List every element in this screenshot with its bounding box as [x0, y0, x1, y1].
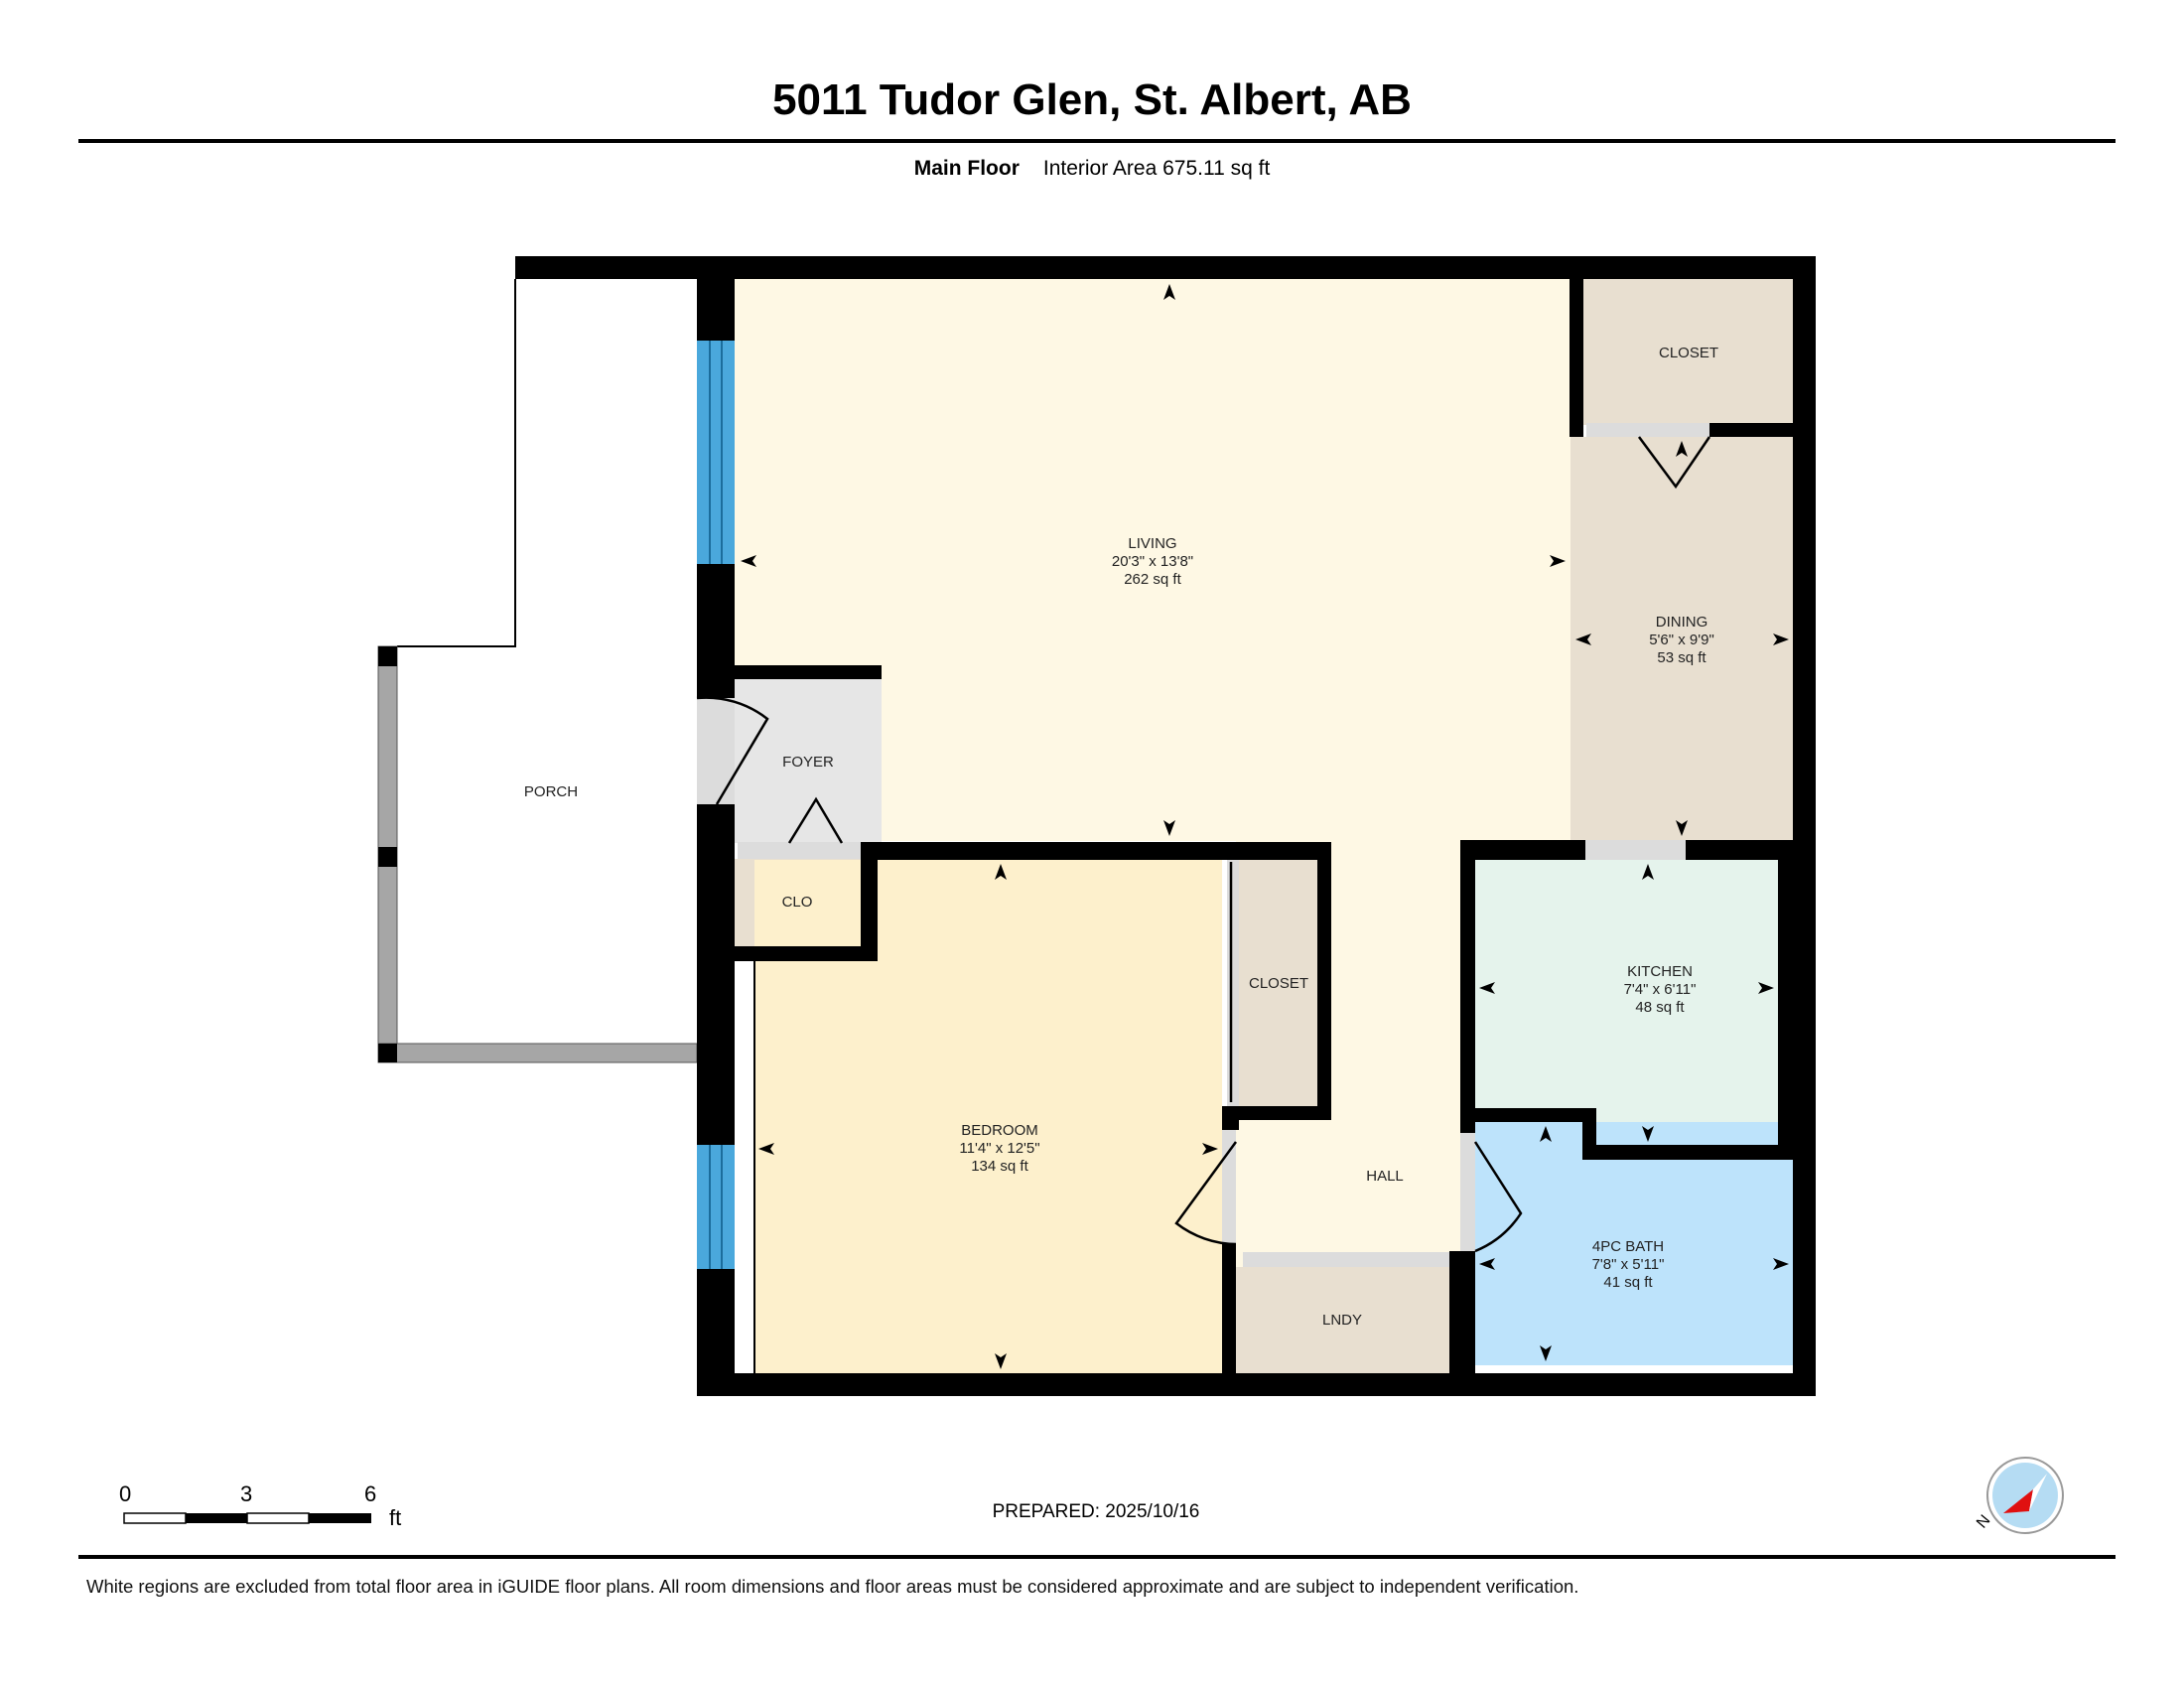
dining-area: 53 sq ft — [1657, 649, 1706, 666]
dining-name: DINING — [1656, 614, 1708, 631]
room-labels: LIVING 20'3" x 13'8" 262 sq ft CLOSET DI… — [782, 345, 1718, 1329]
door-swings — [696, 436, 1711, 1373]
kitchen-dims: 7'4" x 6'11" — [1624, 981, 1697, 998]
bath-area: 41 sq ft — [1603, 1274, 1653, 1291]
closet-bed-name: CLOSET — [1249, 975, 1308, 992]
foyer — [735, 679, 882, 843]
laundry — [1236, 1267, 1449, 1373]
kitchen-area: 48 sq ft — [1635, 999, 1685, 1016]
bath-name: 4PC BATH — [1592, 1238, 1664, 1255]
page-title: 5011 Tudor Glen, St. Albert, AB — [772, 75, 1412, 124]
foyer-name: FOYER — [782, 754, 834, 771]
footer-divider — [78, 1555, 2116, 1559]
compass-icon: N — [1974, 1457, 2064, 1534]
window — [697, 341, 735, 564]
kitchen-name: KITCHEN — [1627, 963, 1693, 980]
living-name: LIVING — [1128, 535, 1176, 552]
interior-area: Interior Area 675.11 sq ft — [1042, 157, 1271, 180]
scale-tick: 6 — [364, 1481, 377, 1506]
window — [697, 1145, 735, 1269]
laundry-name: LNDY — [1322, 1312, 1362, 1329]
closet-bedroom — [1239, 860, 1317, 1106]
disclaimer: White regions are excluded from total fl… — [86, 1576, 1579, 1597]
hall-name: HALL — [1366, 1168, 1404, 1185]
dining-dims: 5'6" x 9'9" — [1649, 632, 1714, 648]
bedroom — [754, 860, 1222, 1373]
bath — [1475, 1122, 1793, 1365]
bedroom-area: 134 sq ft — [971, 1158, 1028, 1175]
scale-tick: 3 — [240, 1481, 253, 1506]
bedroom-name: BEDROOM — [961, 1122, 1038, 1139]
porch-label: PORCH — [524, 783, 578, 800]
floor-name: Main Floor — [913, 157, 1020, 180]
closet-top — [1570, 279, 1793, 425]
bedroom-dims: 11'4" x 12'5" — [959, 1140, 1039, 1157]
prepared-date: PREPARED: 2025/10/16 — [992, 1501, 1200, 1522]
floor-summary: Main Floor Interior Area 675.11 sq ft — [0, 157, 2184, 181]
closet-top-name: CLOSET — [1659, 345, 1718, 361]
dining-room — [1570, 437, 1793, 841]
header-divider — [78, 139, 2116, 143]
scale-bar — [123, 1512, 371, 1524]
porch: PORCH — [377, 279, 698, 1063]
bath-dims: 7'8" x 5'11" — [1592, 1256, 1665, 1273]
kitchen — [1475, 860, 1778, 1145]
window-lines — [709, 341, 723, 1269]
scale-unit: ft — [389, 1505, 402, 1530]
living-area: 262 sq ft — [1124, 571, 1181, 588]
dimension-arrows — [741, 284, 1789, 1369]
living-dims: 20'3" x 13'8" — [1112, 553, 1193, 570]
scale-tick: 0 — [119, 1481, 132, 1506]
clo-name: CLO — [782, 894, 813, 911]
